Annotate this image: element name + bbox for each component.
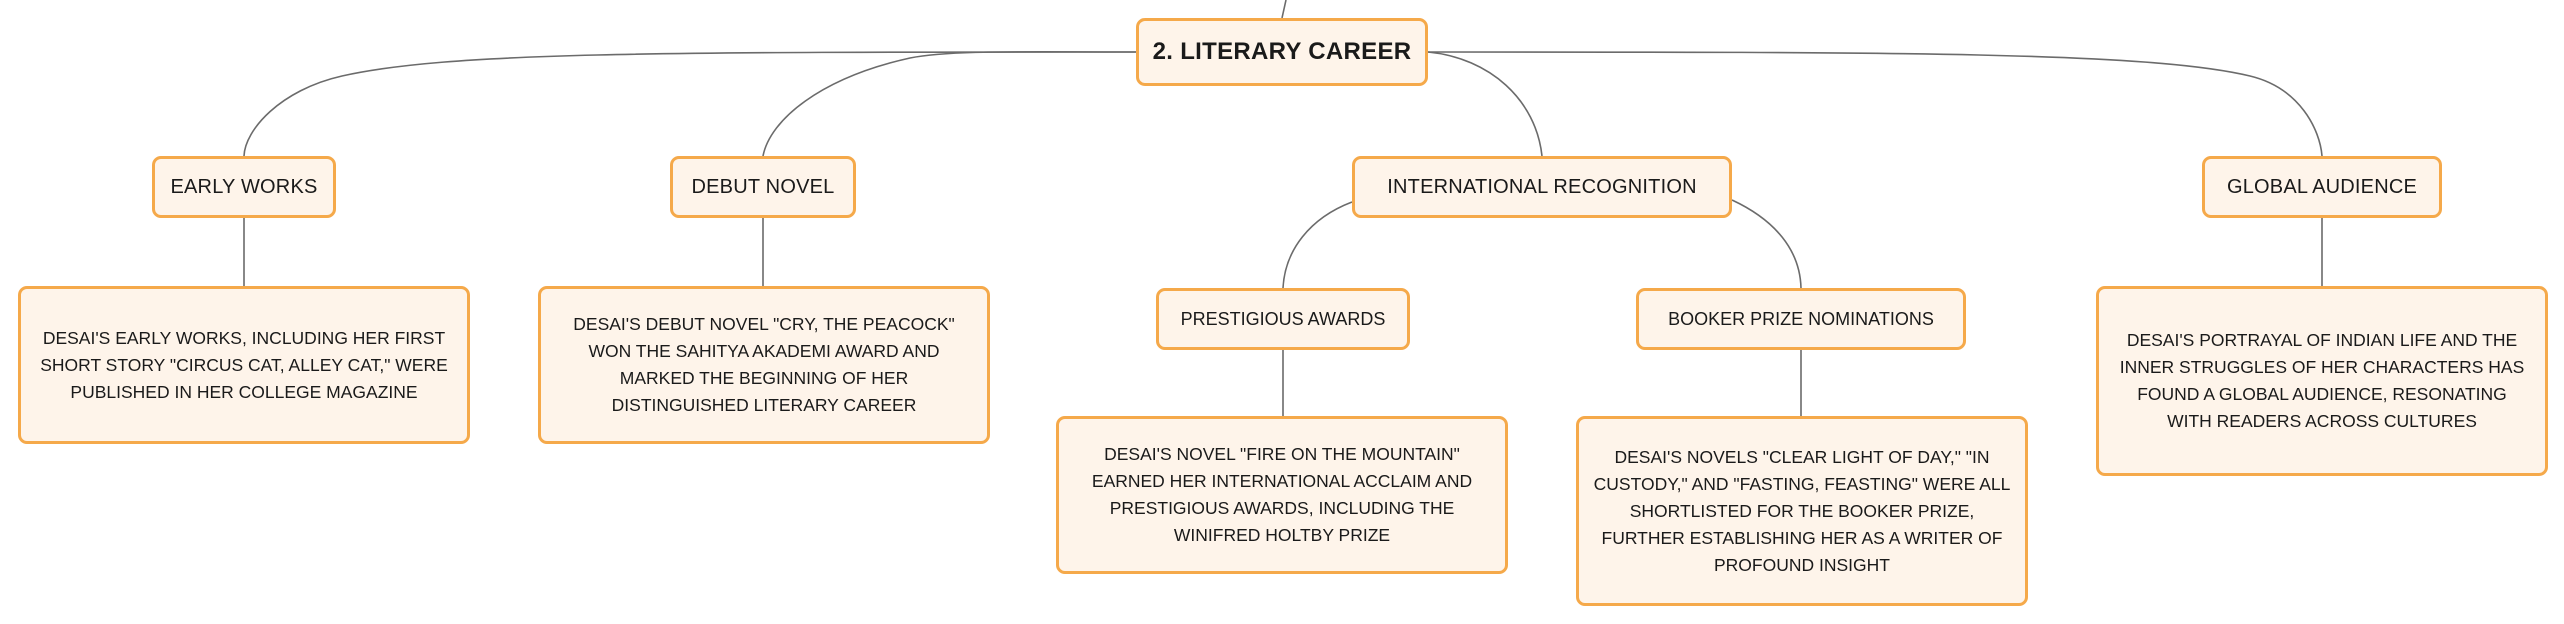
branch-node-early-works[interactable]: EARLY WORKS <box>152 156 336 218</box>
branch-node-label: INTERNATIONAL RECOGNITION <box>1387 175 1697 198</box>
connector-parent-to-root <box>1281 0 1287 19</box>
branch-node-label: EARLY WORKS <box>170 175 318 198</box>
connector-root-to-early-works <box>243 51 1137 157</box>
connector-root-to-international-recognition <box>1427 51 1543 157</box>
branch-node-label: GLOBAL AUDIENCE <box>2226 175 2418 198</box>
detail-node-prestigious-awards[interactable]: DESAI'S NOVEL "FIRE ON THE MOUNTAIN" EAR… <box>1056 416 1508 574</box>
connector-international-to-awards <box>1282 201 1353 289</box>
detail-node-text: DESAI'S NOVEL "FIRE ON THE MOUNTAIN" EAR… <box>1091 444 1473 545</box>
branch-node-label: DEBUT NOVEL <box>691 175 835 198</box>
detail-node-debut-novel[interactable]: DESAI'S DEBUT NOVEL "CRY, THE PEACOCK" W… <box>538 286 990 444</box>
detail-node-text: DESAI'S PORTRAYAL OF INDIAN LIFE AND THE… <box>2119 330 2525 431</box>
detail-node-text: DESAI'S DEBUT NOVEL "CRY, THE PEACOCK" W… <box>573 314 955 415</box>
subbranch-node-booker-prize-nominations[interactable]: BOOKER PRIZE NOMINATIONS <box>1636 288 1966 350</box>
root-node-label: 2. LITERARY CAREER <box>1152 38 1412 65</box>
connector-root-to-global-audience <box>1427 51 2323 157</box>
branch-node-debut-novel[interactable]: DEBUT NOVEL <box>670 156 856 218</box>
detail-node-early-works[interactable]: DESAI'S EARLY WORKS, INCLUDING HER FIRST… <box>18 286 470 444</box>
root-node-literary-career[interactable]: 2. LITERARY CAREER <box>1136 18 1428 86</box>
branch-node-international-recognition[interactable]: INTERNATIONAL RECOGNITION <box>1352 156 1732 218</box>
detail-node-text: DESAI'S EARLY WORKS, INCLUDING HER FIRST… <box>40 327 448 402</box>
subbranch-node-label: PRESTIGIOUS AWARDS <box>1180 308 1386 329</box>
detail-node-global-audience[interactable]: DESAI'S PORTRAYAL OF INDIAN LIFE AND THE… <box>2096 286 2548 476</box>
detail-node-booker-prize-nominations[interactable]: DESAI'S NOVELS "CLEAR LIGHT OF DAY," "IN… <box>1576 416 2028 606</box>
subbranch-node-prestigious-awards[interactable]: PRESTIGIOUS AWARDS <box>1156 288 1410 350</box>
connector-root-to-debut-novel <box>762 50 1137 157</box>
subbranch-node-label: BOOKER PRIZE NOMINATIONS <box>1668 308 1934 329</box>
detail-node-text: DESAI'S NOVELS "CLEAR LIGHT OF DAY," "IN… <box>1593 446 2011 575</box>
branch-node-global-audience[interactable]: GLOBAL AUDIENCE <box>2202 156 2442 218</box>
connector-international-to-booker <box>1731 199 1802 289</box>
